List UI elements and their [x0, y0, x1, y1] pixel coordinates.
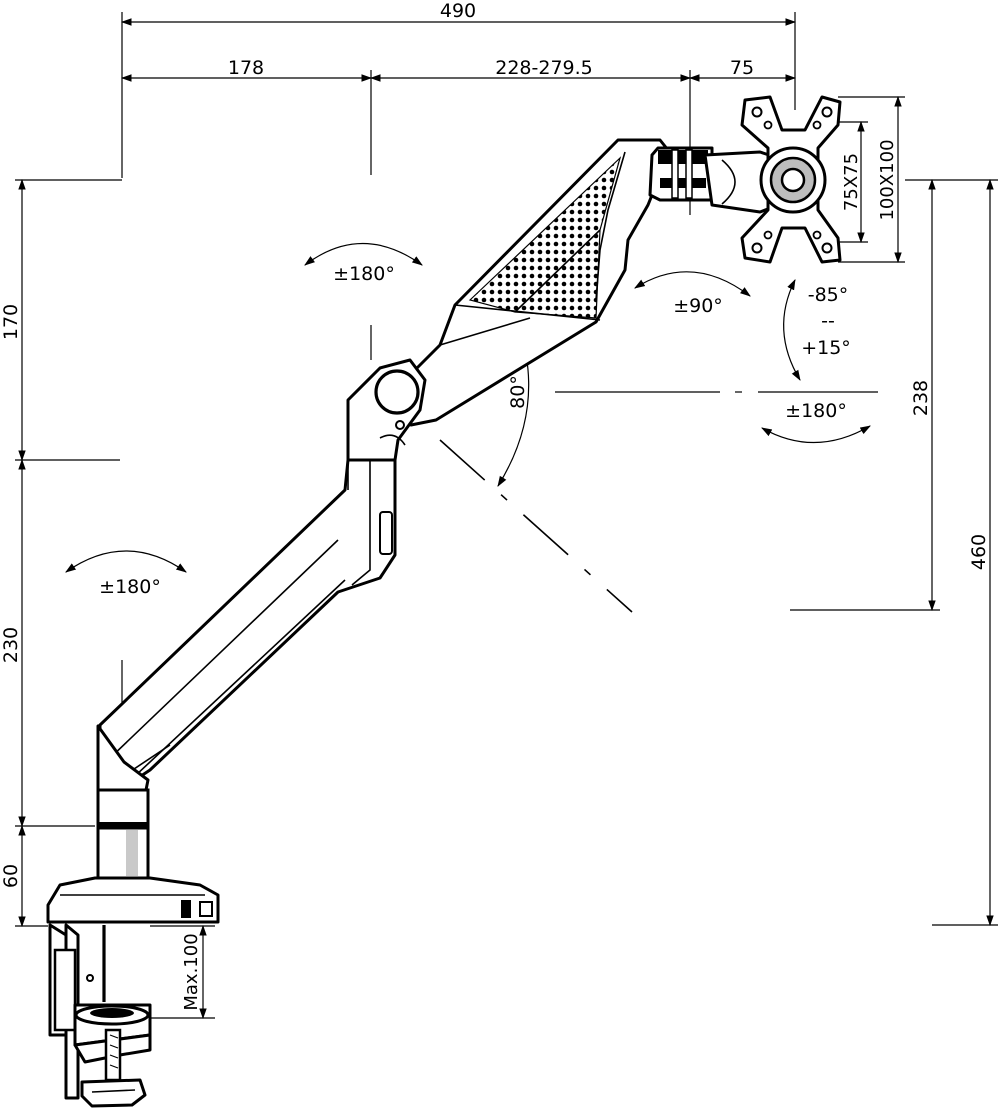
dim-height-lower: 230	[0, 627, 22, 663]
right-dimensions	[790, 95, 998, 927]
rotation-tilt-down: +15°	[801, 337, 851, 359]
dim-segment-2: 228-279.5	[495, 57, 593, 79]
elbow-joint	[346, 358, 427, 462]
desk-clamp	[48, 923, 215, 1108]
dim-vesa-small: 75X75	[841, 153, 862, 211]
dim-vesa-large: 100X100	[877, 139, 898, 220]
center-lines	[121, 325, 878, 845]
left-dimensions	[15, 178, 122, 928]
rotation-head-swivel: ±90°	[673, 295, 723, 317]
dim-clamp-max: Max.100	[181, 933, 202, 1010]
rotation-monitor: ±180°	[785, 400, 847, 422]
upper-arm	[393, 138, 670, 427]
dim-height-upper: 170	[0, 304, 22, 340]
dim-total-width: 490	[440, 0, 476, 22]
dim-height-base: 60	[0, 864, 22, 888]
base-assembly	[46, 724, 220, 924]
rotation-elbow-swivel: ±180°	[333, 263, 395, 285]
lower-arm	[98, 458, 397, 792]
dim-height-238: 238	[910, 380, 932, 416]
angle-arm: 80°	[507, 375, 529, 409]
dim-height-460: 460	[968, 534, 990, 570]
dim-segment-3: 75	[730, 57, 754, 79]
rotation-lower-swivel: ±180°	[99, 576, 161, 598]
dim-segment-1: 178	[228, 57, 264, 79]
rotation-tilt-sep: --	[821, 310, 835, 332]
top-dimensions	[120, 12, 797, 215]
vesa-plate	[740, 95, 842, 264]
tilt-head	[648, 146, 780, 214]
rotation-tilt-up: -85°	[808, 284, 849, 306]
